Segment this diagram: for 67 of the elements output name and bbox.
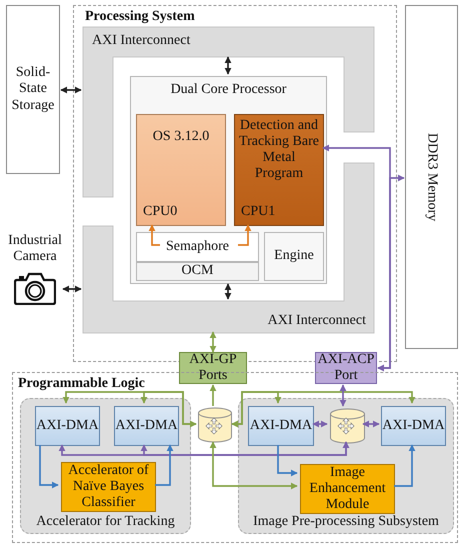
arrow — [231, 391, 416, 428]
node-label: AXI-DMA — [115, 418, 178, 434]
node-label: Solid-State Storage — [10, 65, 56, 114]
arrow — [140, 441, 350, 456]
arrow — [277, 445, 298, 476]
node-label: AXI-DMA — [36, 418, 99, 434]
node-label: AXI Interconnect — [268, 312, 366, 329]
cpu-box — [234, 114, 324, 226]
dma-box — [381, 406, 446, 446]
node-label: OS 3.12.0 — [152, 129, 210, 146]
node-label: AXI-DMA — [250, 418, 312, 434]
arrow — [155, 444, 174, 486]
system-region — [73, 5, 397, 362]
node-label: Accelerator of Naïve Bayes Classifier — [67, 462, 150, 512]
node-label: AXI-ACP Port — [316, 352, 376, 384]
node-label: DDR3 Memory — [424, 132, 440, 222]
node-label: OCM — [182, 263, 214, 280]
node-label: Dual Core Processor — [170, 82, 288, 98]
node-label: Image Pre-processing Subsystem — [252, 514, 440, 530]
arrow — [210, 331, 216, 353]
node-label: Engine — [274, 248, 314, 265]
node-label: AXI-DMA — [382, 418, 445, 434]
memory-box — [136, 262, 259, 281]
arrow — [210, 384, 216, 406]
arrow — [210, 441, 298, 490]
subsystem-panel — [20, 398, 191, 534]
arrow — [224, 56, 232, 75]
node-label: Programmable Logic — [18, 376, 145, 392]
interconnect-cylinder — [198, 408, 232, 442]
arrow — [148, 224, 160, 246]
interconnect-band — [83, 27, 374, 197]
arrow — [224, 283, 232, 300]
arrow — [312, 420, 328, 428]
node-label: Industrial Camera — [7, 233, 63, 266]
engine-box — [264, 232, 324, 281]
arrow — [60, 86, 82, 94]
arrow — [140, 391, 197, 428]
port-box — [179, 352, 247, 384]
dma-box — [248, 406, 314, 446]
arrow — [377, 174, 405, 372]
storage-box — [6, 5, 60, 174]
arrow — [62, 286, 82, 292]
node-label: AXI-GP Ports — [188, 352, 238, 384]
node-label: Detection and Tracking Bare Metal Program — [238, 118, 320, 182]
arrow — [39, 445, 59, 488]
dma-box — [35, 406, 100, 446]
semaphore-box — [136, 232, 259, 262]
node-label: Semaphore — [166, 238, 229, 256]
memory-box — [405, 5, 458, 349]
interconnect-cylinder — [330, 409, 365, 443]
dma-box — [114, 406, 179, 446]
interconnect-band — [83, 163, 374, 333]
core-label: CPU1 — [241, 204, 276, 220]
node-label: Image Enhancement Module — [308, 464, 387, 514]
cpu-box — [136, 114, 226, 226]
node-label: Accelerator for Tracking — [35, 514, 176, 530]
camera-node — [8, 233, 62, 307]
module-box — [300, 464, 395, 514]
arrow — [238, 224, 252, 246]
processor-box — [130, 76, 327, 284]
arrow — [340, 384, 346, 407]
node-label: AXI Interconnect — [92, 33, 190, 50]
arrow — [394, 444, 416, 487]
arrow — [362, 420, 380, 428]
node-label: Processing System — [85, 9, 195, 26]
subsystem-panel — [238, 398, 454, 534]
core-label: CPU0 — [143, 204, 178, 220]
